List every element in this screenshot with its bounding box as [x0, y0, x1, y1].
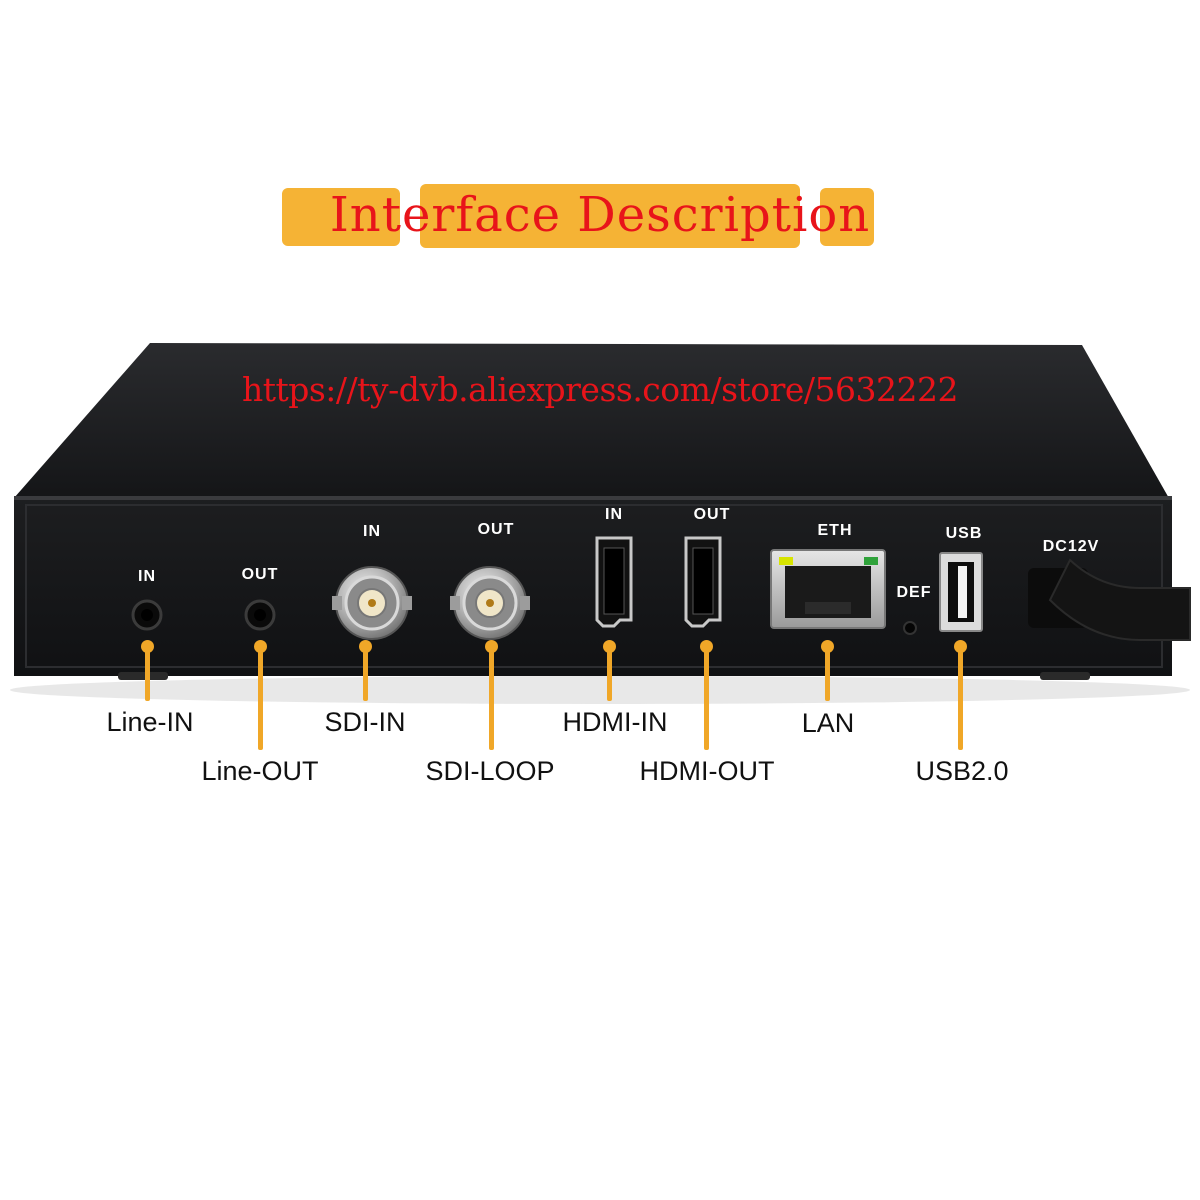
panel-label-def: DEF — [896, 584, 932, 601]
callout-line-out: Line-OUT — [201, 756, 319, 786]
callout-sdi-loop: SDI-LOOP — [425, 756, 555, 786]
heading-highlight — [282, 188, 400, 246]
panel-label-audio-in: IN — [138, 568, 156, 585]
callout-lan: LAN — [801, 708, 855, 738]
sdi-in-bnc — [332, 566, 412, 640]
leader-line — [363, 646, 368, 701]
panel-label-eth: ETH — [817, 522, 853, 539]
leader-line — [825, 646, 830, 701]
leader-line — [607, 646, 612, 701]
usb-port — [939, 552, 983, 632]
callout-usb: USB2.0 — [915, 756, 1009, 786]
leader-line — [704, 646, 709, 750]
leader-line — [145, 646, 150, 701]
hdmi-in-port — [595, 536, 633, 628]
leader-line — [958, 646, 963, 750]
callout-hdmi-in: HDMI-IN — [562, 707, 668, 737]
dc-power-connector — [1028, 558, 1191, 641]
panel-label-sdi-out: OUT — [477, 521, 515, 538]
panel-label-hdmi-in: IN — [605, 506, 623, 523]
callout-line-in: Line-IN — [106, 707, 194, 737]
panel-label-dc: DC12V — [1042, 538, 1100, 555]
page-title: Interface Description — [329, 187, 871, 243]
panel-label-usb: USB — [945, 525, 983, 542]
device-top — [14, 343, 1170, 500]
callout-sdi-in: SDI-IN — [324, 707, 406, 737]
panel-label-audio-out: OUT — [241, 566, 279, 583]
panel-label-hdmi-out: OUT — [693, 506, 731, 523]
heading-highlight — [820, 188, 874, 246]
leader-line — [258, 646, 263, 750]
hdmi-out-port — [684, 536, 722, 628]
sdi-out-bnc — [450, 566, 530, 640]
line-in-jack — [131, 599, 163, 631]
panel-label-sdi-in: IN — [363, 523, 381, 540]
line-out-jack — [244, 599, 276, 631]
heading-highlight — [420, 184, 800, 248]
heading-block: Interface Description — [0, 180, 1200, 260]
watermark-url: https://ty-dvb.aliexpress.com/store/5632… — [241, 370, 959, 409]
leader-line — [489, 646, 494, 750]
reset-button-hole — [903, 621, 917, 635]
ethernet-port — [770, 549, 886, 629]
callout-hdmi-out: HDMI-OUT — [639, 756, 775, 786]
